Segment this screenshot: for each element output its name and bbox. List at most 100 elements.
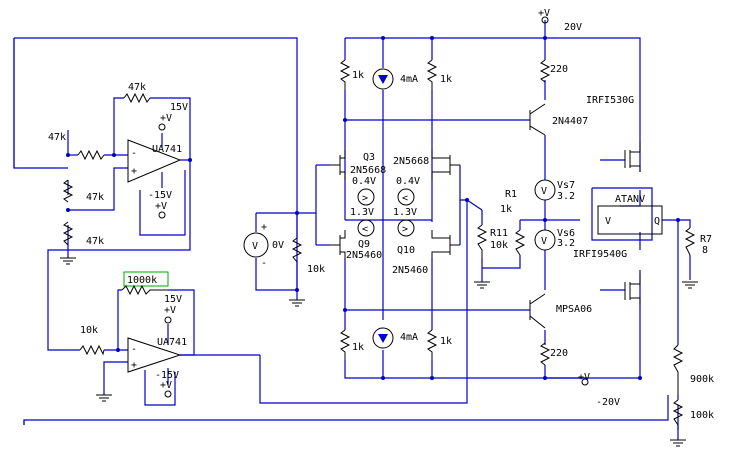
svg-text:220: 220: [550, 64, 568, 75]
svg-text:900k: 900k: [690, 374, 714, 385]
wires: [13, 20, 691, 430]
current-source-bottom[interactable]: 4mA: [372, 327, 418, 349]
svg-text:ATANV: ATANV: [615, 194, 645, 205]
resistor-bot-left-1k[interactable]: 1k: [339, 329, 364, 360]
resistor-shunt-10k[interactable]: 10k: [291, 237, 325, 275]
ground-symbol-4: [474, 268, 490, 289]
jfet-q3[interactable]: Q3 2N5668 0.4V: [330, 150, 386, 187]
svg-text:10k: 10k: [80, 325, 98, 336]
opamp2-vneg-value: -15V: [155, 370, 179, 381]
resistor-100k[interactable]: 100k: [672, 399, 714, 426]
resistor-r1[interactable]: R1 1k: [500, 189, 526, 256]
opamp1-vneg-label: +V: [155, 201, 167, 212]
svg-text:1k: 1k: [500, 204, 512, 215]
atanv-block[interactable]: ATANV V Q: [597, 194, 663, 235]
opamp2-vpos-value: 15V: [164, 294, 182, 305]
opamp2-vpos-label: +V: [164, 305, 176, 316]
svg-text:<: <: [402, 193, 408, 204]
svg-text:<: <: [362, 224, 368, 235]
voltage-source-vs7[interactable]: V Vs7 3.2: [534, 179, 575, 202]
probe-top-right: <: [397, 188, 415, 206]
opamp1-vpos-value: 15V: [170, 102, 188, 113]
opamp2-vneg-label: +V: [160, 380, 172, 391]
svg-text:4mA: 4mA: [400, 74, 418, 85]
resistor-r11[interactable]: R11 10k: [476, 224, 508, 258]
resistor-input-10k[interactable]: 10k: [79, 325, 105, 356]
input-voltage-source[interactable]: V + - 0V: [243, 222, 284, 269]
svg-text:1.3V: 1.3V: [350, 207, 374, 218]
transistor-mpsa06[interactable]: MPSA06: [529, 293, 592, 329]
ground-symbol-5: [682, 281, 698, 289]
jfet-q10[interactable]: Q10 2N5460 1.3V: [392, 207, 460, 276]
resistor-feedback-1000k[interactable]: 1000k: [121, 271, 169, 296]
svg-text:>: >: [402, 224, 408, 235]
svg-text:V: V: [252, 241, 258, 252]
current-source-top[interactable]: 4mA: [372, 68, 418, 90]
jfet-q-right[interactable]: 2N5668 0.4V: [393, 150, 460, 187]
input-source-value: 0V: [272, 240, 284, 251]
svg-text:MPSA06: MPSA06: [556, 304, 592, 315]
resistor-feedback-47k[interactable]: 47k: [123, 82, 151, 104]
mosfet-irfi530g[interactable]: IRFI530G: [586, 95, 641, 172]
resistor-r7-load[interactable]: R7 8: [684, 227, 712, 256]
svg-text:+: +: [261, 222, 267, 233]
svg-text:V: V: [605, 216, 611, 227]
supply-neg-value: -20V: [596, 397, 620, 408]
svg-text:8: 8: [702, 245, 708, 256]
transistor-2n4407[interactable]: 2N4407: [529, 103, 588, 136]
resistor-220-top[interactable]: 220: [539, 59, 568, 83]
resistor-bot-right-1k[interactable]: 1k: [426, 329, 452, 360]
svg-text:R1: R1: [505, 189, 517, 200]
svg-text:10k: 10k: [490, 240, 508, 251]
svg-text:+V: +V: [578, 372, 590, 383]
resistor-220-bottom[interactable]: 220: [539, 342, 568, 366]
resistor-top-right-1k[interactable]: 1k: [426, 59, 452, 90]
ground-symbol-6: [670, 425, 686, 447]
svg-text:R11: R11: [490, 228, 508, 239]
svg-text:Q: Q: [654, 216, 660, 227]
svg-text:Q9: Q9: [358, 239, 370, 250]
ground-symbol-3: [289, 299, 305, 307]
svg-text:1000k: 1000k: [127, 275, 157, 286]
svg-text:100k: 100k: [690, 410, 714, 421]
opamp1[interactable]: - + UA741 15V +V -15V +V: [127, 102, 188, 219]
probe-bot-left: <: [357, 219, 375, 237]
svg-text:1.3V: 1.3V: [393, 207, 417, 218]
opamp2-minus: -: [131, 344, 137, 355]
resistor-div-top-47k[interactable]: 47k: [62, 179, 104, 203]
resistor-input-47k[interactable]: 47k: [48, 132, 105, 161]
svg-text:Q10: Q10: [397, 245, 415, 256]
resistor-div-bot-47k[interactable]: 47k: [62, 221, 104, 247]
opamp2[interactable]: - + UA741 15V +V -15V +V: [127, 294, 187, 398]
svg-text:1k: 1k: [440, 74, 452, 85]
ground-symbol-2: [96, 394, 112, 402]
svg-text:1k: 1k: [352, 342, 364, 353]
opamp2-plus: +: [131, 360, 137, 371]
resistor-top-left-1k[interactable]: 1k: [339, 59, 364, 90]
svg-text:IRFI9540G: IRFI9540G: [573, 249, 627, 260]
svg-text:47k: 47k: [86, 192, 104, 203]
svg-text:2N5668: 2N5668: [350, 165, 386, 176]
svg-text:Vs7: Vs7: [557, 180, 575, 191]
resistor-900k[interactable]: 900k: [672, 344, 714, 395]
jfet-q9[interactable]: Q9 2N5460 1.3V: [330, 207, 382, 261]
opamp1-minus: -: [131, 148, 137, 159]
probe-top-left: >: [357, 188, 375, 206]
supply-negative: +V -20V: [578, 372, 620, 408]
svg-text:Q3: Q3: [363, 152, 375, 163]
opamp1-vneg-value: -15V: [148, 190, 172, 201]
svg-text:10k: 10k: [307, 264, 325, 275]
opamp2-name: UA741: [157, 337, 187, 348]
svg-text:4mA: 4mA: [400, 332, 418, 343]
junctions: [66, 36, 680, 380]
svg-text:2N4407: 2N4407: [552, 116, 588, 127]
mosfet-irfi9540g[interactable]: IRFI9540G: [573, 249, 641, 305]
svg-text:47k: 47k: [48, 132, 66, 143]
voltage-source-vs6[interactable]: V Vs6 3.2: [534, 228, 575, 251]
svg-text:-: -: [261, 258, 267, 269]
ground-symbol: [60, 257, 76, 265]
svg-text:R7: R7: [700, 234, 712, 245]
svg-text:3.2: 3.2: [557, 191, 575, 202]
supply-pos-value: 20V: [564, 22, 582, 33]
